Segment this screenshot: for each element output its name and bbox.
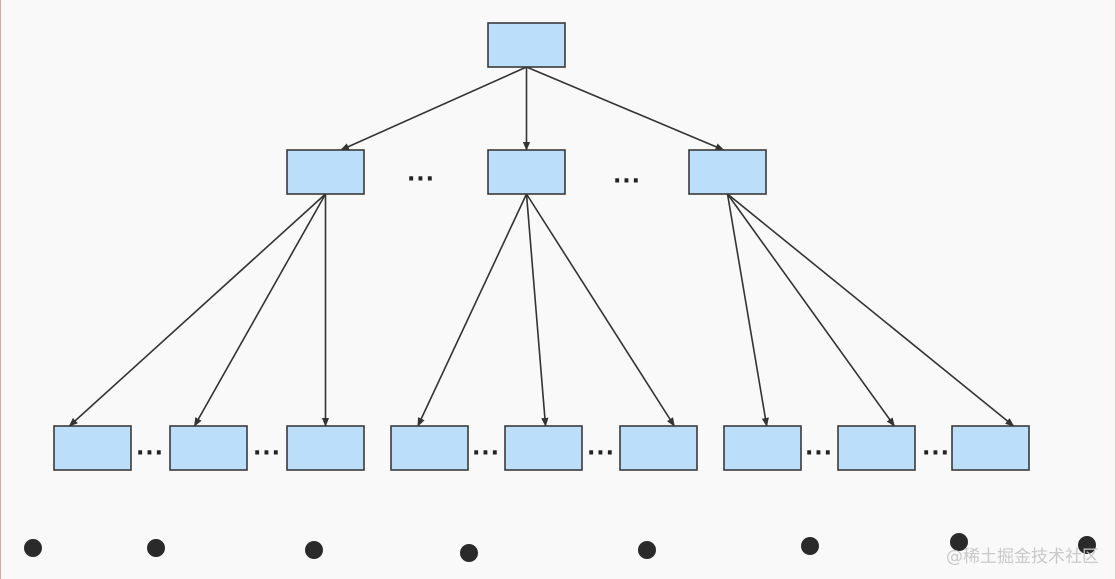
ellipsis-marker: ··· bbox=[587, 441, 615, 466]
edges-layer bbox=[68, 66, 1015, 427]
ellipsis-marker: ··· bbox=[805, 441, 833, 466]
edge-n1c-to-n2c3 bbox=[726, 193, 1015, 427]
tree-node-level-2 bbox=[390, 425, 469, 471]
edge-root-to-n1a bbox=[340, 66, 527, 151]
watermark: @稀土掘金技术社区 bbox=[946, 547, 1099, 567]
tree-node-level-2 bbox=[619, 425, 698, 471]
ellipsis-marker: ··· bbox=[253, 441, 281, 466]
continuation-dot bbox=[305, 541, 323, 559]
continuation-dot bbox=[801, 537, 819, 555]
edge-root-to-n1c bbox=[526, 66, 725, 151]
continuation-dots bbox=[24, 533, 1096, 562]
ellipsis-marker: ··· bbox=[922, 441, 950, 466]
tree-node-level-2 bbox=[951, 425, 1030, 471]
nodes-layer bbox=[53, 22, 1030, 471]
tree-node-level-1 bbox=[487, 149, 566, 195]
continuation-dot bbox=[24, 539, 42, 557]
continuation-dot bbox=[638, 541, 656, 559]
edge-n1b-to-n2b1 bbox=[417, 193, 528, 427]
edge-n1a-to-n2a2 bbox=[193, 193, 327, 427]
ellipsis-marker: ··· bbox=[472, 441, 500, 466]
continuation-dot bbox=[950, 533, 968, 551]
tree-node-level-1 bbox=[286, 149, 365, 195]
tree-node-level-2 bbox=[723, 425, 802, 471]
continuation-dot bbox=[147, 539, 165, 557]
ellipsis-marker: ··· bbox=[613, 169, 641, 194]
edge-n1c-to-n2c2 bbox=[726, 193, 896, 427]
continuation-dot bbox=[460, 544, 478, 562]
tree-node-level-2 bbox=[169, 425, 248, 471]
ellipsis-layer: ··· ··· ··· ··· ··· ··· ··· ··· bbox=[136, 167, 950, 466]
continuation-dot bbox=[1078, 536, 1096, 554]
tree-node-level-0 bbox=[487, 22, 566, 68]
ellipsis-marker: ··· bbox=[407, 167, 435, 192]
tree-node-level-2 bbox=[53, 425, 132, 471]
edge-n1b-to-n2b3 bbox=[525, 193, 676, 427]
edge-n1b-to-n2b2 bbox=[525, 193, 549, 427]
ellipsis-marker: ··· bbox=[136, 441, 164, 466]
edge-n1c-to-n2c1 bbox=[726, 193, 769, 427]
tree-node-level-2 bbox=[286, 425, 365, 471]
edge-n1a-to-n2a1 bbox=[68, 193, 327, 427]
tree-node-level-2 bbox=[837, 425, 916, 471]
tree-node-level-2 bbox=[504, 425, 583, 471]
tree-node-level-1 bbox=[688, 149, 767, 195]
